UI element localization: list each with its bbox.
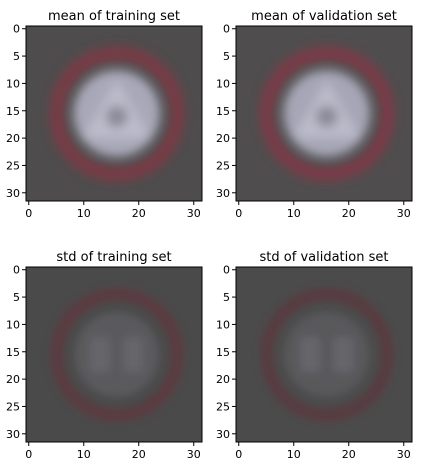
y-tick-label: 20 [6,132,20,145]
y-tick-label: 0 [223,23,230,36]
x-tick-label: 10 [77,448,91,461]
x-tick-label: 0 [25,207,32,220]
heatmap-image [26,267,202,442]
x-tick-label: 10 [287,207,301,220]
y-tick-label: 5 [13,50,20,63]
y-tick-label: 5 [13,291,20,304]
x-tick-label: 20 [132,207,146,220]
x-tick-label: 30 [187,448,201,461]
x-tick-label: 0 [235,207,242,220]
y-tick-label: 30 [6,428,20,441]
y-tick-label: 15 [6,346,20,359]
x-tick-label: 20 [132,448,146,461]
y-tick-label: 0 [13,23,20,36]
y-tick-label: 30 [216,187,230,200]
x-tick-label: 10 [287,448,301,461]
heatmap-image [236,26,412,201]
x-tick-label: 30 [397,448,411,461]
x-tick-label: 20 [342,448,356,461]
subplot-title: mean of training set [48,9,180,24]
axes-frame [235,266,413,443]
subplot-2: mean of validation set 0 10 20 30 0 5 10 15 20 25 3… [216,9,413,220]
y-tick-label: 15 [216,346,230,359]
y-tick-label: 10 [6,318,20,331]
subplot-title: std of validation set [260,250,389,265]
subplot-1: mean of training set 0 10 20 30 0 5 10 15 20 25 30 [6,9,203,220]
axes-frame [235,25,413,202]
subplot-title: mean of validation set [251,9,397,24]
y-tick-label: 10 [216,77,230,90]
subplot-4: std of validation set 0 10 20 30 0 5 10 15 20 25 30 [216,250,413,461]
y-tick-label: 30 [216,428,230,441]
x-tick-label: 10 [77,207,91,220]
y-tick-label: 25 [6,400,20,413]
y-tick-label: 25 [6,159,20,172]
y-tick-label: 5 [223,50,230,63]
y-tick-label: 25 [216,159,230,172]
y-tick-label: 20 [216,132,230,145]
heatmap-image [236,267,412,442]
x-tick-label: 30 [187,207,201,220]
x-tick-label: 0 [25,448,32,461]
y-tick-label: 10 [6,77,20,90]
y-tick-label: 20 [6,373,20,386]
y-tick-label: 25 [216,400,230,413]
y-tick-label: 15 [6,105,20,118]
x-tick-label: 0 [235,448,242,461]
x-tick-label: 30 [397,207,411,220]
x-tick-label: 20 [342,207,356,220]
y-tick-label: 0 [223,264,230,277]
y-tick-label: 30 [6,187,20,200]
y-tick-label: 20 [216,373,230,386]
y-tick-label: 5 [223,291,230,304]
y-tick-label: 0 [13,264,20,277]
heatmap-image [26,26,202,201]
subplot-3: std of training set 0 10 20 30 0 5 10 15 20 25 30 [6,250,203,461]
y-tick-label: 15 [216,105,230,118]
axes-frame [25,25,203,202]
y-tick-label: 10 [216,318,230,331]
subplot-title: std of training set [56,250,171,265]
axes-frame [25,266,203,443]
